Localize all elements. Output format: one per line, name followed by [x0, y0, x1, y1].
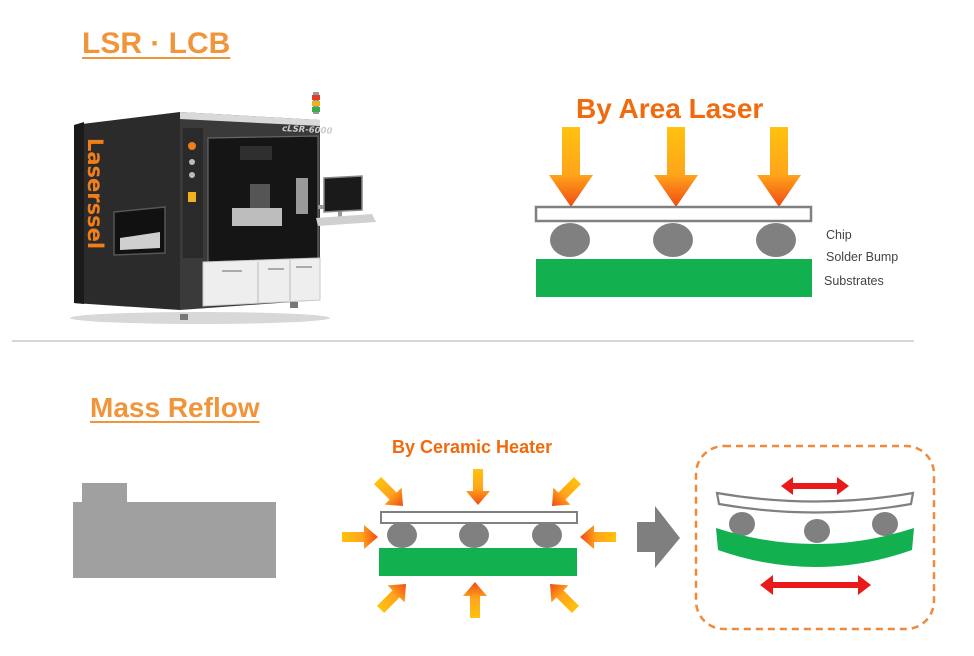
chip-label: Chip — [826, 228, 852, 242]
heat-arrow-bottom-right — [541, 575, 584, 618]
reflow-oven-shape — [73, 483, 276, 578]
solder-bump-3 — [756, 223, 796, 257]
heater-substrate-layer — [379, 548, 577, 576]
heat-arrow-right — [580, 525, 616, 549]
laser-arrow-right — [757, 127, 801, 207]
heat-arrow-top-left — [369, 472, 412, 515]
solder-bump-1 — [550, 223, 590, 257]
heat-arrow-top-right — [543, 472, 586, 515]
warped-substrate — [716, 528, 914, 567]
area-laser-title: By Area Laser — [576, 93, 764, 124]
heater-chip-layer — [380, 511, 578, 524]
heat-arrow-bottom-left — [372, 575, 415, 618]
transition-arrow — [637, 506, 680, 568]
laser-arrow-middle — [654, 127, 698, 207]
solder-bump-2 — [653, 223, 693, 257]
warped-chip — [715, 491, 915, 514]
heater-bump-1 — [387, 522, 417, 548]
laser-arrow-left — [549, 127, 593, 207]
mass-reflow-title: Mass Reflow — [90, 392, 260, 423]
warped-bump-1 — [729, 512, 755, 536]
substrate-layer — [536, 259, 812, 297]
machine-model-text: cLSR-6000 — [282, 124, 333, 137]
warped-bump-3 — [872, 512, 898, 536]
machine-brand-text: Laserssel — [83, 138, 107, 249]
heater-bump-2 — [459, 522, 489, 548]
solder-bump-label: Solder Bump — [826, 250, 899, 264]
ceramic-heater-title: By Ceramic Heater — [392, 437, 553, 457]
substrates-label: Substrates — [824, 274, 884, 288]
warpage-result-panel — [694, 444, 936, 631]
warped-bump-2 — [804, 519, 830, 543]
lsr-lcb-title: LSR · LCB — [82, 27, 231, 60]
heat-arrow-bottom-center — [463, 582, 487, 618]
ceramic-heater-diagram — [342, 469, 616, 618]
expansion-arrow-bottom — [760, 575, 871, 595]
expansion-arrow-top — [781, 477, 849, 495]
area-laser-diagram — [534, 127, 813, 297]
chip-layer — [534, 205, 813, 223]
heat-arrow-left — [342, 525, 378, 549]
heat-arrow-top-center — [466, 469, 490, 505]
heater-bump-3 — [532, 522, 562, 548]
laser-machine-image: Laserssel cLSR-6000 — [70, 92, 376, 324]
